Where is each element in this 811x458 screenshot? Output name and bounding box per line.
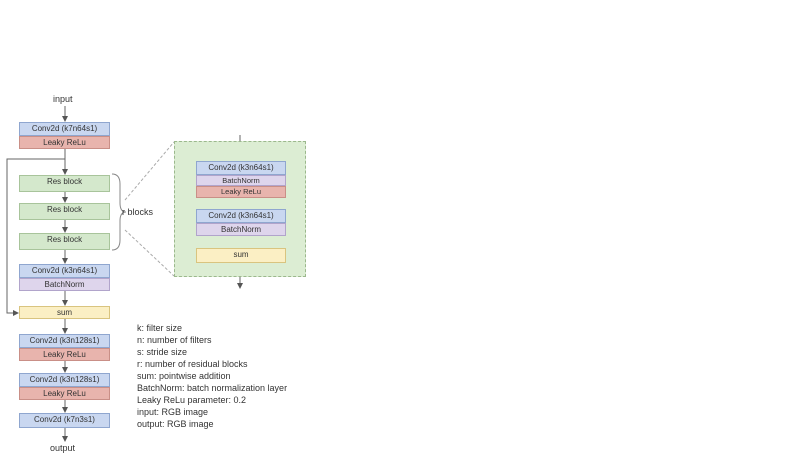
legend-item: k: filter size bbox=[137, 323, 183, 333]
legend-item: r: number of residual blocks bbox=[137, 359, 248, 369]
conv4-activation: Leaky ReLu bbox=[19, 387, 110, 400]
conv4-conv: Conv2d (k3n128s1) bbox=[19, 373, 110, 387]
detail-conv-b: Conv2d (k3n64s1) bbox=[196, 209, 286, 223]
conv2-batchnorm: BatchNorm bbox=[19, 278, 110, 291]
conv3-activation: Leaky ReLu bbox=[19, 348, 110, 361]
conv1-activation: Leaky ReLu bbox=[19, 136, 110, 149]
input-label: input bbox=[53, 94, 73, 104]
legend-item: BatchNorm: batch normalization layer bbox=[137, 383, 288, 393]
res-block-1: Res block bbox=[19, 175, 110, 192]
detail-sum-node: sum bbox=[196, 248, 286, 263]
output-label: output bbox=[50, 443, 76, 453]
detail-conv-a: Conv2d (k3n64s1) bbox=[196, 161, 286, 175]
legend-item: sum: pointwise addition bbox=[137, 371, 231, 381]
legend-item: Leaky ReLu parameter: 0.2 bbox=[137, 395, 247, 405]
conv3-conv: Conv2d (k3n128s1) bbox=[19, 334, 110, 348]
legend-item: s: stride size bbox=[137, 347, 188, 357]
res-block-2: Res block bbox=[19, 203, 110, 220]
legend-item: input: RGB image bbox=[137, 407, 209, 417]
legend-item: n: number of filters bbox=[137, 335, 212, 345]
legend: k: filter size n: number of filters s: s… bbox=[137, 322, 287, 430]
legend-item: output: RGB image bbox=[137, 419, 214, 429]
conv2-conv: Conv2d (k3n64s1) bbox=[19, 264, 110, 278]
detail-activation-a: Leaky ReLu bbox=[196, 186, 286, 198]
res-block-3: Res block bbox=[19, 233, 110, 250]
r-blocks-label: r blocks bbox=[122, 207, 154, 217]
detail-batchnorm-a: BatchNorm bbox=[196, 175, 286, 186]
conv5-conv: Conv2d (k7n3s1) bbox=[19, 413, 110, 428]
sum-node: sum bbox=[19, 306, 110, 319]
conv1-conv: Conv2d (k7n64s1) bbox=[19, 122, 110, 136]
detail-batchnorm-b: BatchNorm bbox=[196, 223, 286, 236]
